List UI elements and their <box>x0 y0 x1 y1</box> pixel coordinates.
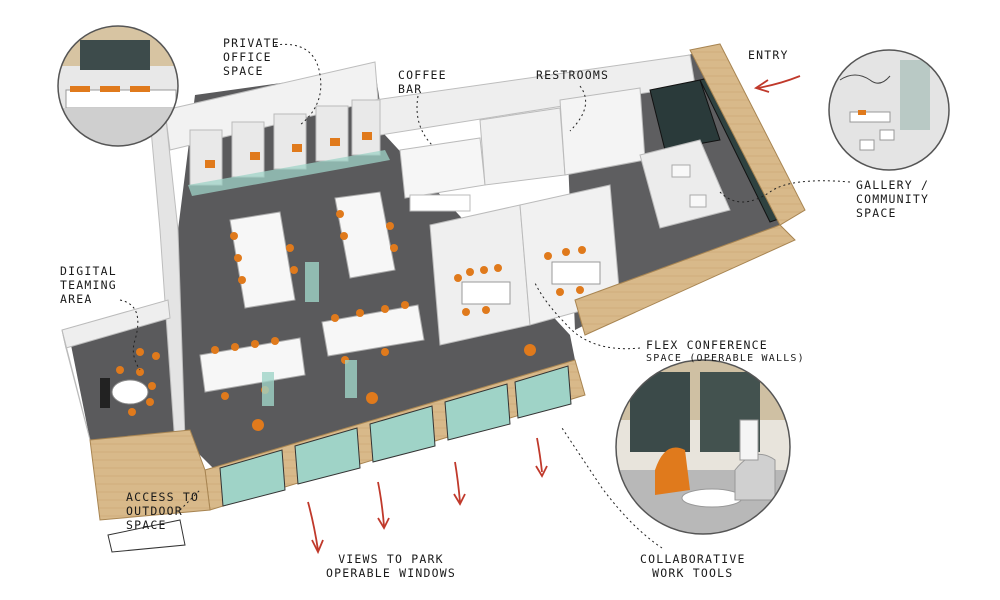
red-arrow-icon <box>453 461 466 506</box>
red-arrow-icon <box>753 75 801 93</box>
label-collab-tools: Collaborative Work Tools <box>640 552 746 580</box>
workstation-benches <box>199 191 536 431</box>
leader-collab-tools <box>561 427 663 549</box>
inset-collaborative-view <box>615 359 791 535</box>
label-gallery: Gallery / Community Space <box>856 178 930 220</box>
red-arrow-icon <box>307 501 324 555</box>
label-digital-teaming: Digital Teaming Area <box>60 264 117 306</box>
label-entry: Entry <box>748 48 789 62</box>
label-views-park: Views to Park Operable Windows <box>326 552 456 580</box>
window-view-arrows <box>307 75 801 555</box>
building-shell <box>61 43 806 553</box>
label-access-outdoor: Access to Outdoor Space <box>126 490 200 532</box>
private-offices <box>188 99 390 196</box>
label-private-office: Private Office Space <box>223 36 280 78</box>
coffee-restroom-blocks <box>399 87 646 212</box>
front-facade <box>89 43 806 553</box>
label-coffee-bar: Coffee Bar <box>398 68 447 96</box>
red-arrow-icon <box>535 437 548 478</box>
leader-lines <box>119 43 851 549</box>
leader-gallery <box>719 180 851 203</box>
leader-private-office <box>274 43 322 126</box>
red-arrow-icon <box>377 481 390 530</box>
leader-teaming <box>119 299 141 371</box>
leader-restrooms <box>569 85 587 132</box>
label-flex-conference: Flex Conference Space (operable walls) <box>646 338 805 364</box>
conference-rooms <box>429 184 621 346</box>
leader-access-outdoor <box>179 489 201 511</box>
inset-office-view <box>57 25 179 147</box>
inset-gallery-view <box>828 49 950 171</box>
label-restrooms: Restrooms <box>536 68 610 82</box>
